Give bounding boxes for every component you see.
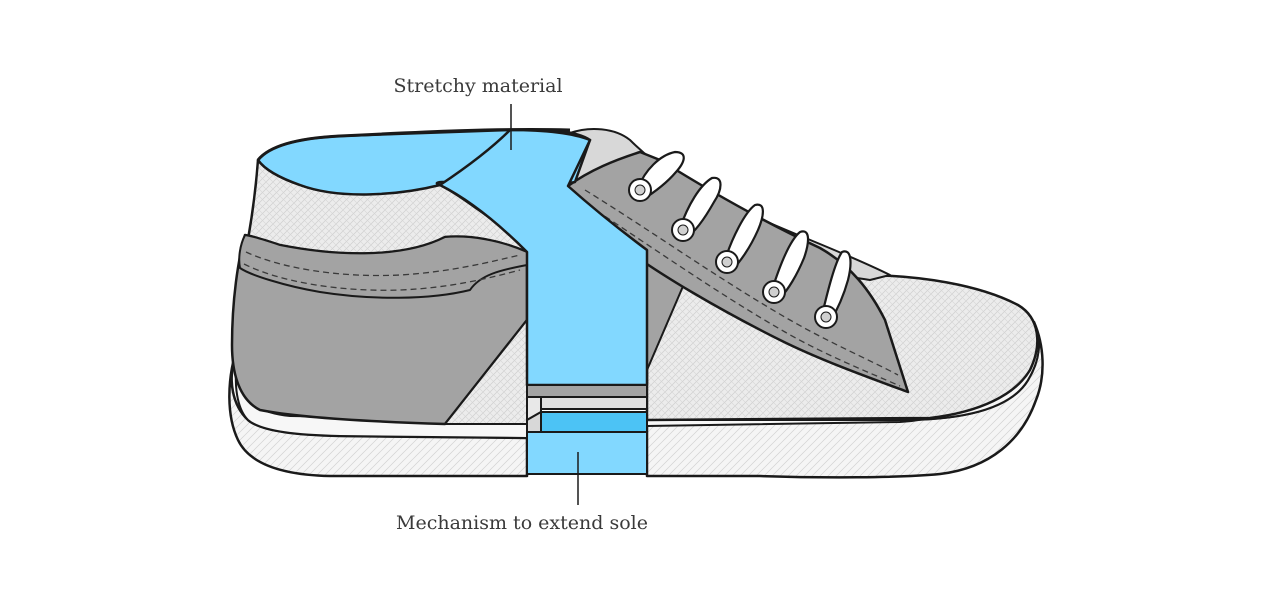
label-mechanism: Mechanism to extend sole: [396, 512, 648, 534]
sole-extension-mechanism: [526, 384, 648, 475]
laces: [628, 150, 852, 329]
callout-top: Stretchy material: [393, 75, 563, 150]
stretchy-column: [438, 128, 649, 387]
stretchy-top-edge: [256, 127, 571, 161]
collar-stitch-2: [243, 263, 521, 291]
eyestay-stitch: [584, 189, 899, 376]
stretchy-material: [256, 127, 649, 387]
mechanism-blue-upper: [540, 411, 648, 433]
callout-bottom: Mechanism to extend sole: [396, 452, 648, 534]
mechanism-top-plate: [526, 384, 648, 398]
lace-4: [770, 230, 810, 300]
mechanism-mid-plate: [540, 396, 648, 410]
eyelet-holes: [634, 184, 832, 323]
eyestay-stitch-2: [579, 199, 901, 387]
collar-band: [238, 234, 528, 299]
lace-5: [820, 250, 852, 324]
eyelets: [628, 178, 838, 329]
mechanism-blue-lower: [526, 431, 648, 475]
upper-rear: [230, 158, 529, 426]
mechanism-side: [526, 411, 542, 433]
label-stretchy-material: Stretchy material: [393, 75, 562, 97]
